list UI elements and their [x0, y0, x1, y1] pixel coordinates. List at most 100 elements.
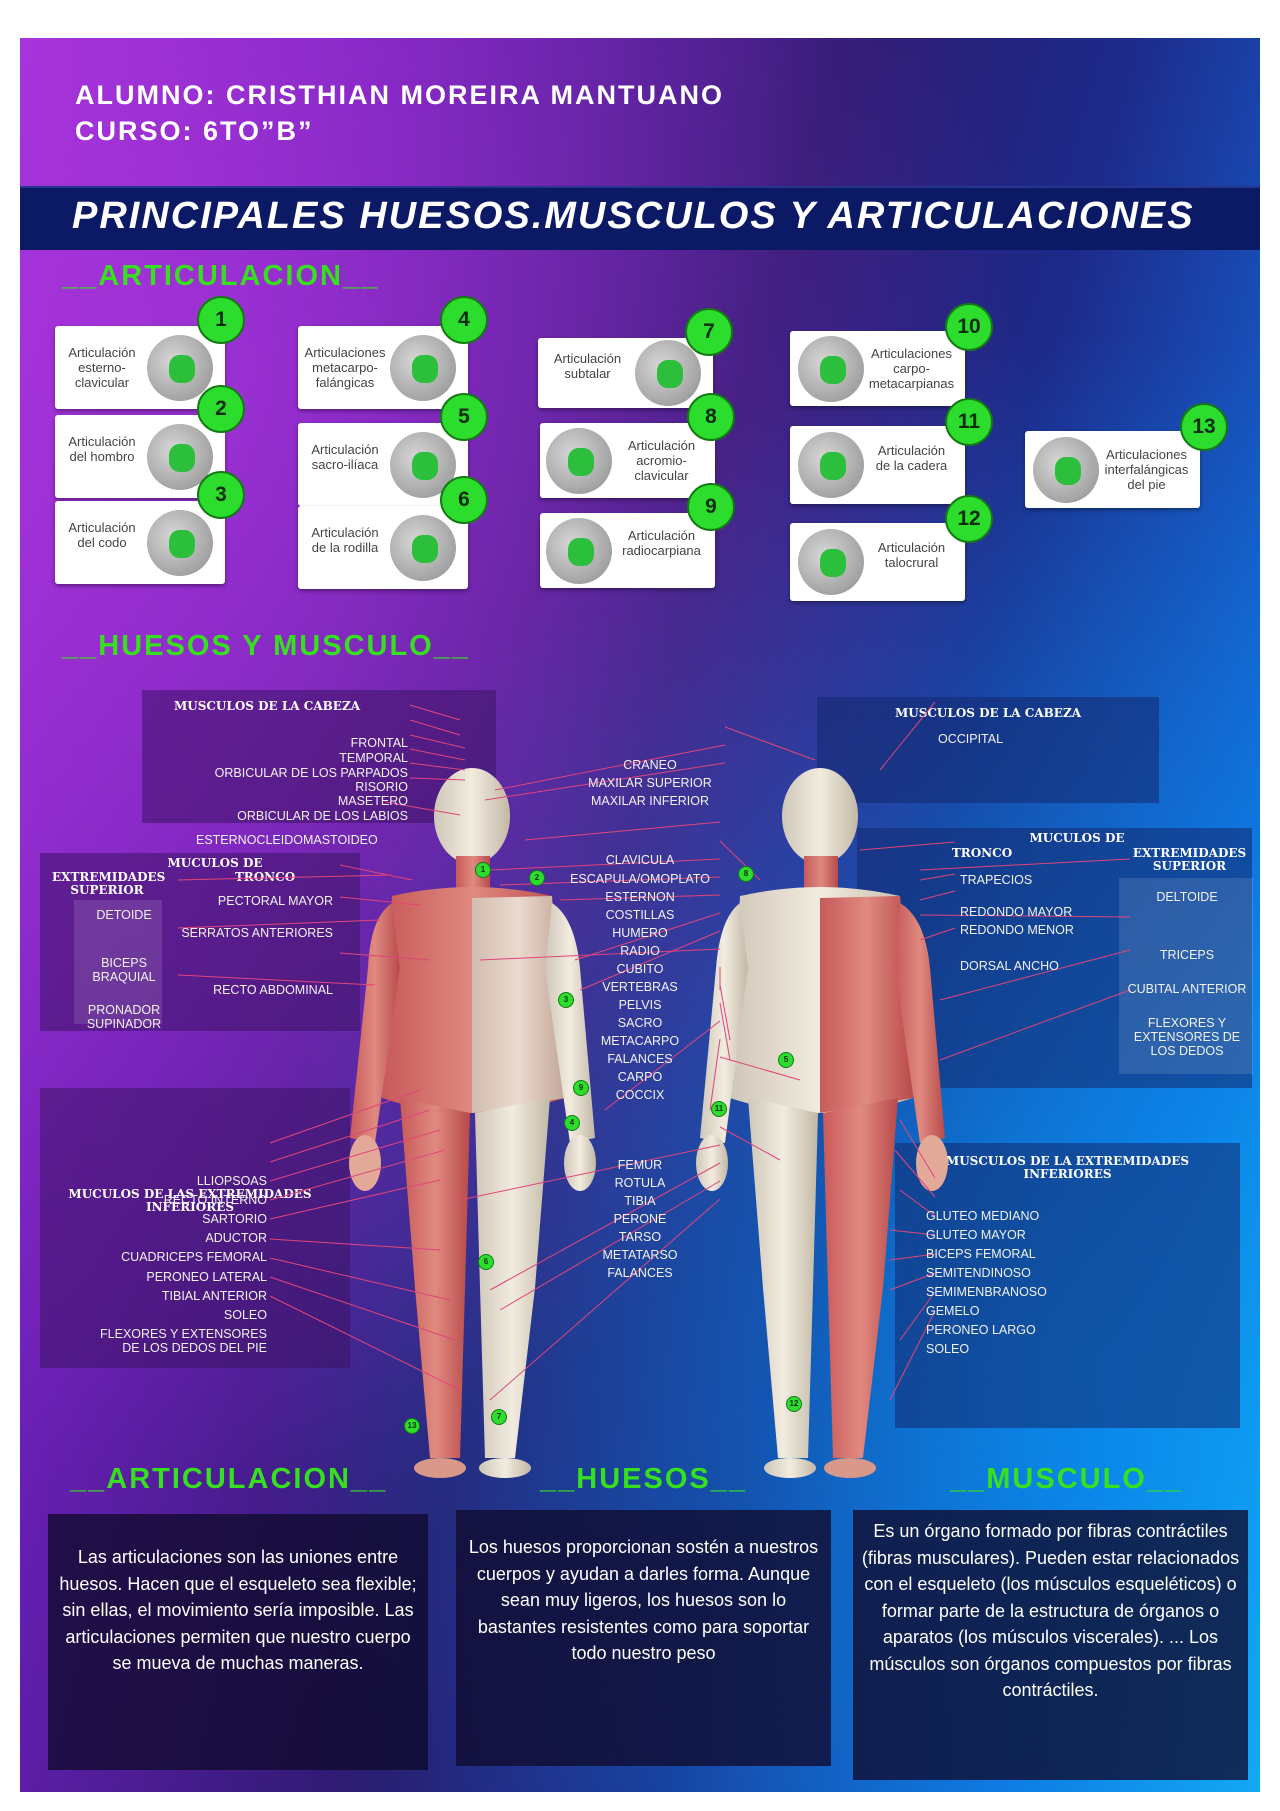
joint-card-3: Articulación del codo	[55, 501, 225, 584]
leader-line	[719, 1126, 781, 1161]
body-marker-11: 11	[711, 1101, 727, 1117]
joint-card-4: Articulaciones metacarpo- falángicas	[298, 326, 468, 409]
joint-number-badge-7: 7	[685, 308, 733, 356]
joint-card-5: Articulación sacro-ilíaca	[298, 423, 468, 506]
front-head-muscle-3: RISORIO	[355, 780, 408, 794]
body-marker-7: 7	[491, 1409, 507, 1425]
back-trunk-muscle-0: TRAPECIOS	[960, 873, 1033, 887]
front-lower-muscle-5: PERONEO LATERAL	[146, 1270, 267, 1284]
anatomy-illustration	[177, 701, 1131, 1478]
leader-line	[384, 801, 461, 816]
joint-image-7	[635, 340, 701, 406]
front-head-muscle-4: MASETERO	[337, 794, 408, 808]
leader-line	[719, 1056, 801, 1081]
joint-card-9: Articulación radiocarpiana	[540, 513, 715, 588]
joint-label-1: Articulación esterno- clavicular	[68, 345, 136, 390]
front-upper-limb-2: PRONADOR SUPINADOR	[86, 1003, 162, 1031]
leader-line	[177, 874, 391, 881]
bone-leg-0: FEMUR	[617, 1158, 663, 1172]
bottom-heading-musculo: __MUSCULO__	[950, 1463, 1184, 1495]
leader-line	[409, 734, 466, 749]
leader-line	[919, 890, 956, 901]
joint-label-13: Articulaciones interfalángicas del pie	[1104, 447, 1189, 492]
joint-image-12	[798, 529, 864, 595]
front-lower-muscle-0: LLIOPSOAS	[196, 1174, 267, 1188]
leader-line	[269, 1295, 461, 1391]
front-upper-limb-1: BICEPS BRAQUIAL	[92, 956, 156, 984]
leader-line	[709, 1038, 721, 1111]
joint-image-13	[1033, 436, 1099, 503]
title-bar: PRINCIPALES HUESOS.MUSCULOS Y ARTICULACI…	[20, 186, 1260, 250]
joint-highlight-6	[412, 534, 438, 563]
leader-line	[494, 744, 726, 791]
joint-highlight-11	[820, 452, 846, 480]
leader-line	[269, 1149, 446, 1201]
leader-line	[919, 873, 956, 881]
back-lower-muscle-6: PERONEO LARGO	[926, 1323, 1036, 1337]
back-lower-panel: MUSCULOS DE LA EXTREMIDADES INFERIORES	[895, 1143, 1240, 1428]
body-marker-2: 2	[529, 870, 545, 886]
leader-line	[409, 748, 466, 761]
front-head-title: MUSCULOS DE LA CABEZA	[173, 699, 361, 713]
joint-number-badge-2: 2	[197, 385, 245, 433]
joint-card-8: Articulación acromio- clavicular	[540, 423, 715, 498]
leader-line	[269, 1179, 441, 1220]
back-upper-sub-right: EXTREMIDADES SUPERIOR	[1132, 846, 1247, 873]
back-trunk-muscle-1: REDONDO MAYOR	[960, 905, 1073, 919]
joint-number-badge-6: 6	[440, 476, 488, 524]
bone-leg-1: ROTULA	[614, 1176, 666, 1190]
joint-number-badge-8: 8	[687, 393, 735, 441]
leader-line	[939, 989, 1131, 1061]
bone-trunk-4: HUMERO	[612, 926, 668, 940]
body-marker-12: 12	[786, 1396, 802, 1412]
leader-line	[919, 858, 1131, 871]
leader-line	[889, 1253, 936, 1261]
bone-leg-6: FALANCES	[607, 1266, 673, 1280]
leader-line	[339, 896, 421, 906]
front-trunk-muscle-1: SERRATOS ANTERIORES	[181, 926, 333, 940]
back-head-panel: MUSCULOS DE LA CABEZA	[817, 697, 1159, 803]
bone-head-2: MAXILAR INFERIOR	[590, 794, 710, 808]
leader-line	[899, 1189, 936, 1217]
joint-highlight-10	[820, 355, 846, 384]
joint-label-12: Articulación talocrural	[877, 539, 946, 570]
joint-label-2: Articulación del hombro	[68, 434, 136, 464]
joint-card-10: Articulaciones carpo- metacarpianas	[790, 331, 965, 406]
poster: ALUMNO: CRISTHIAN MOREIRA MANTUANO CURSO…	[20, 38, 1260, 1792]
leader-line	[409, 762, 466, 771]
joint-label-9: Articulación radiocarpiana	[622, 528, 701, 558]
joint-highlight-5	[412, 451, 438, 480]
joint-number-badge-11: 11	[945, 398, 993, 446]
leader-line	[899, 1291, 936, 1341]
section-heading-articulacion: __ARTICULACION__	[62, 260, 380, 292]
leader-line	[409, 777, 466, 781]
body-marker-8: 8	[738, 866, 754, 882]
bone-leg-3: PERONE	[613, 1212, 667, 1226]
joint-highlight-8	[568, 447, 594, 476]
leader-line	[889, 1272, 936, 1291]
front-head-muscle-0: FRONTAL	[350, 736, 408, 750]
back-lower-title: MUSCULOS DE LA EXTREMIDADES INFERIORES	[945, 1154, 1190, 1181]
leader-line	[409, 704, 461, 721]
front-upper-limb-0: DETOIDE	[96, 908, 152, 922]
bone-trunk-7: VERTEBRAS	[602, 980, 678, 994]
joint-label-6: Articulación de la rodilla	[311, 525, 379, 555]
joint-label-11: Articulación de la cadera	[875, 442, 948, 473]
leader-line	[899, 1119, 936, 1179]
leader-line	[889, 1310, 936, 1401]
front-neck-label: ESTERNOCLEIDOMASTOIDEO	[196, 833, 378, 847]
front-lower-title: MUCULOS DE LAS EXTREMIDADES INFERIORES	[68, 1187, 312, 1214]
page-title: PRINCIPALES HUESOS.MUSCULOS Y ARTICULACI…	[72, 195, 1195, 237]
front-upper-sub-left: EXTREMIDADES SUPERIOR	[52, 870, 166, 897]
leader-line	[889, 1229, 936, 1236]
body-marker-6: 6	[478, 1254, 494, 1270]
leader-line	[879, 701, 936, 771]
joint-label-8: Articulación acromio- clavicular	[627, 438, 696, 483]
front-head-muscle-1: TEMPORAL	[339, 751, 408, 765]
back-head-muscle-0: OCCIPITAL	[938, 732, 1004, 746]
leader-line	[484, 762, 726, 801]
section-heading-huesos-musculo: __HUESOS Y MUSCULO__	[62, 630, 470, 662]
description-articulacion: Las articulaciones son las uniones entre…	[48, 1514, 428, 1770]
joint-highlight-4	[412, 354, 438, 383]
joint-card-1: Articulación esterno- clavicular	[55, 326, 225, 409]
